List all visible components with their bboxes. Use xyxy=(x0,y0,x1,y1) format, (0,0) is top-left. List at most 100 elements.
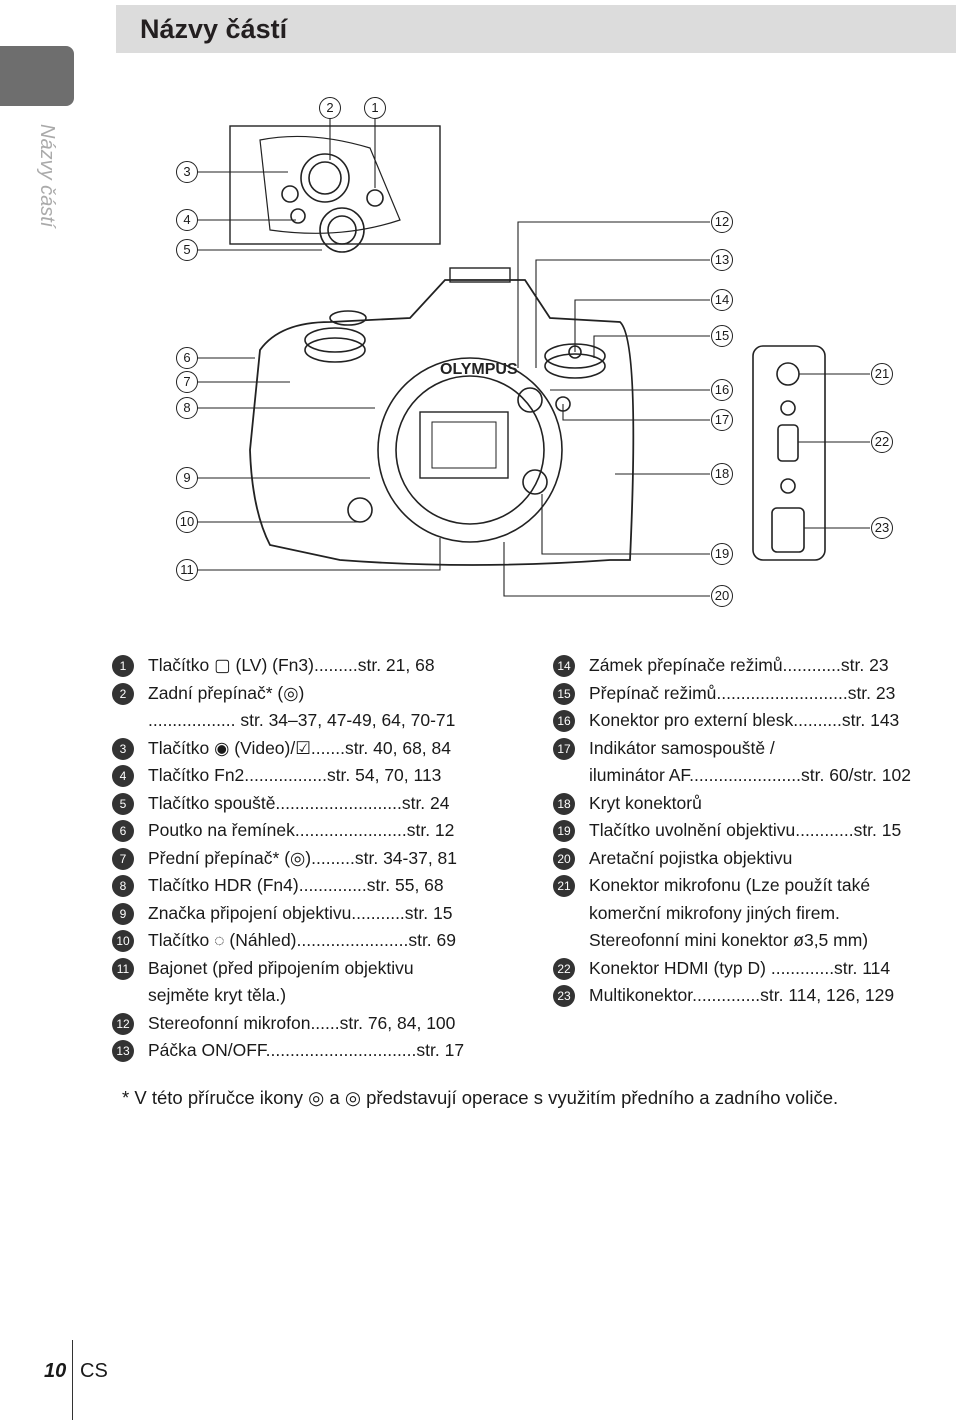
legend-number: 9 xyxy=(112,902,134,925)
legend-item: 20 Aretační pojistka objektivu xyxy=(553,845,953,873)
legend-number: 11 xyxy=(112,957,134,980)
legend-number: 15 xyxy=(553,682,575,705)
legend-item: 12 Stereofonní mikrofon......str. 76, 84,… xyxy=(112,1010,532,1038)
legend-text: Kryt konektorů xyxy=(589,792,702,813)
legend-number: 23 xyxy=(553,985,575,1007)
callout-22: 22 xyxy=(871,431,893,453)
legend-text: Indikátor samospouště / iluminátor AF...… xyxy=(589,737,911,786)
legend-text: Poutko na řemínek.......................… xyxy=(148,820,455,840)
callout-1: 1 xyxy=(364,97,386,119)
legend-item: 14 Zámek přepínače režimů............str.… xyxy=(553,652,953,680)
legend-text: Bajonet (před připojením objektivu sejmě… xyxy=(148,957,414,1006)
callout-23: 23 xyxy=(871,517,893,539)
legend-number: 3 xyxy=(112,737,134,760)
legend-item: 5 Tlačítko spouště.......................… xyxy=(112,790,532,818)
footnote: * V této příručce ikony ◎ a ◎ představuj… xyxy=(122,1087,839,1108)
page-language: CS xyxy=(80,1360,108,1382)
camera-illustration: OLYMPUS xyxy=(190,108,870,597)
legend-number: 22 xyxy=(553,957,575,980)
legend-text: Stereofonní mikrofon......str. 76, 84, 1… xyxy=(148,1012,456,1033)
legend-item: 4 Tlačítko Fn2.................str. 54, 7… xyxy=(112,762,532,790)
legend-text: Aretační pojistka objektivu xyxy=(589,847,793,868)
callout-5: 5 xyxy=(176,239,198,261)
legend-text: Tlačítko uvolnění objektivu............s… xyxy=(589,820,902,840)
camera-brand-label: OLYMPUS xyxy=(440,361,518,378)
legend-number: 4 xyxy=(112,765,134,787)
legend-text: Přepínač režimů.........................… xyxy=(589,682,896,703)
legend-item: 9 Značka připojení objektivu...........st… xyxy=(112,900,532,928)
callout-19: 19 xyxy=(711,543,733,565)
page-title: Názvy částí xyxy=(140,14,288,44)
callout-12: 12 xyxy=(711,211,733,233)
legend-number: 16 xyxy=(553,710,575,732)
legend-text: Tlačítko Fn2.................str. 54, 70… xyxy=(148,765,442,785)
callout-2: 2 xyxy=(319,97,341,119)
legend-text: Zámek přepínače režimů............str. 2… xyxy=(589,655,889,675)
side-section-label: Názvy částí xyxy=(36,124,58,228)
legend-number: 18 xyxy=(553,792,575,815)
side-tab xyxy=(0,46,74,106)
legend-item: 1 Tlačítko ▢ (LV) (Fn3).........str. 21, … xyxy=(112,652,532,680)
header-bar: Názvy částí xyxy=(116,5,956,53)
legend-text: Tlačítko spouště........................… xyxy=(148,792,450,813)
legend-item: 22 Konektor HDMI (typ D) .............str… xyxy=(553,955,953,983)
legend-item: 21 Konektor mikrofonu (Lze použít také ko… xyxy=(553,872,953,955)
legend-text: Tlačítko ◉ (Video)/☑.......str. 40, 68, … xyxy=(148,737,451,758)
legend-text: Přední přepínač* (◎).........str. 34-37,… xyxy=(148,847,458,868)
legend-number: 1 xyxy=(112,655,134,677)
legend-number: 6 xyxy=(112,820,134,842)
legend-number: 5 xyxy=(112,792,134,815)
legend-text: Značka připojení objektivu...........str… xyxy=(148,902,453,923)
legend-number: 21 xyxy=(553,875,575,897)
legend-text: Zadní přepínač* (◎) .................. s… xyxy=(148,682,456,731)
callout-18: 18 xyxy=(711,463,733,485)
callout-21: 21 xyxy=(871,363,893,385)
legend-right: 14 Zámek přepínače režimů............str.… xyxy=(553,652,953,1010)
legend-item: 11 Bajonet (před připojením objektivu sej… xyxy=(112,955,532,1010)
legend-number: 8 xyxy=(112,875,134,897)
legend-text: Tlačítko ◌ (Náhled).....................… xyxy=(148,930,456,950)
page-divider xyxy=(72,1340,73,1420)
legend-number: 7 xyxy=(112,847,134,870)
legend-item: 19 Tlačítko uvolnění objektivu...........… xyxy=(553,817,953,845)
legend-number: 17 xyxy=(553,737,575,760)
page-number: 10 xyxy=(44,1360,67,1382)
callout-4: 4 xyxy=(176,209,198,231)
callout-13: 13 xyxy=(711,249,733,271)
callout-9: 9 xyxy=(176,467,198,489)
legend-text: Konektor HDMI (typ D) .............str. … xyxy=(589,957,891,978)
legend-item: 17 Indikátor samospouště / iluminátor AF.… xyxy=(553,735,953,790)
legend-left: 1 Tlačítko ▢ (LV) (Fn3).........str. 21, … xyxy=(112,652,532,1065)
legend-text: Tlačítko ▢ (LV) (Fn3).........str. 21, 6… xyxy=(148,655,435,675)
callout-10: 10 xyxy=(176,511,198,533)
callout-6: 6 xyxy=(176,347,198,369)
camera-diagram: OLYMPUS 2 1 3 4 5 6 7 8 9 10 11 12 13 14… xyxy=(170,90,930,620)
callout-16: 16 xyxy=(711,379,733,401)
legend-item: 18 Kryt konektorů xyxy=(553,790,953,818)
legend-item: 8 Tlačítko HDR (Fn4)..............str. 55… xyxy=(112,872,532,900)
legend-item: 3 Tlačítko ◉ (Video)/☑.......str. 40, 68,… xyxy=(112,735,532,763)
callout-20: 20 xyxy=(711,585,733,607)
callout-14: 14 xyxy=(711,289,733,311)
legend-item: 7 Přední přepínač* (◎).........str. 34-37… xyxy=(112,845,532,873)
legend-text: Tlačítko HDR (Fn4)..............str. 55,… xyxy=(148,875,444,895)
legend-number: 14 xyxy=(553,655,575,677)
legend-number: 12 xyxy=(112,1012,134,1035)
legend-number: 19 xyxy=(553,820,575,842)
legend-item: 15 Přepínač režimů.......................… xyxy=(553,680,953,708)
callout-7: 7 xyxy=(176,371,198,393)
callout-11: 11 xyxy=(176,559,198,581)
legend-item: 16 Konektor pro externí blesk..........st… xyxy=(553,707,953,735)
legend-text: Konektor pro externí blesk..........str.… xyxy=(589,710,900,730)
legend-item: 6 Poutko na řemínek......................… xyxy=(112,817,532,845)
legend-text: Páčka ON/OFF............................… xyxy=(148,1040,465,1060)
callout-17: 17 xyxy=(711,409,733,431)
callout-3: 3 xyxy=(176,161,198,183)
legend-number: 20 xyxy=(553,847,575,870)
legend-text: Konektor mikrofonu (Lze použít také kome… xyxy=(589,875,871,950)
callout-8: 8 xyxy=(176,397,198,419)
